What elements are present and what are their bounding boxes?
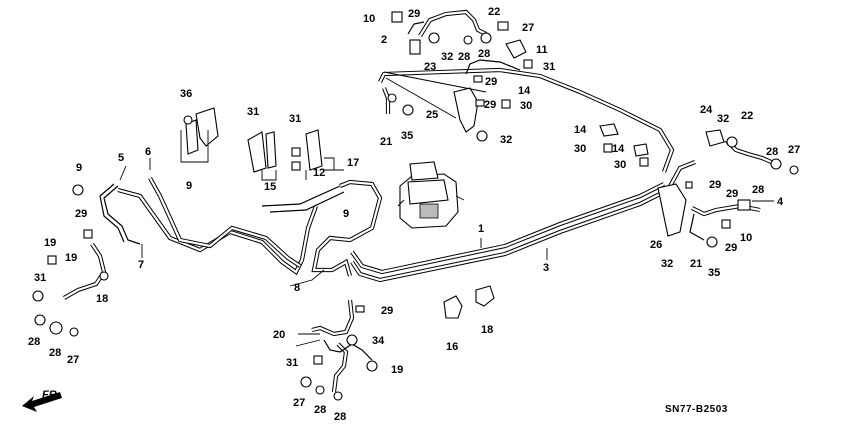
callout-27c: 27 bbox=[293, 397, 305, 409]
callout-31b: 31 bbox=[247, 106, 259, 118]
callout-21: 21 bbox=[380, 136, 392, 148]
callout-28h: 28 bbox=[752, 184, 764, 196]
callout-27: 27 bbox=[522, 22, 534, 34]
callout-17: 12 bbox=[313, 167, 325, 179]
callout-32: 32 bbox=[441, 51, 453, 63]
callout-29h: 29 bbox=[725, 242, 737, 254]
callout-27b: 27 bbox=[67, 354, 79, 366]
callout-6: 6 bbox=[145, 146, 151, 158]
callout-20: 20 bbox=[273, 329, 285, 341]
callout-29e: 29 bbox=[381, 305, 393, 317]
callout-28f: 28 bbox=[334, 411, 346, 423]
callout-18: 18 bbox=[481, 324, 493, 336]
part-callouts: 10 29 22 2 23 32 28 27 28 11 31 29 14 29… bbox=[28, 6, 800, 423]
callout-16: 16 bbox=[446, 341, 458, 353]
front-direction-arrow bbox=[22, 392, 62, 412]
callout-28: 28 bbox=[458, 51, 470, 63]
callout-22: 22 bbox=[488, 6, 500, 18]
callout-28b: 28 bbox=[478, 48, 490, 60]
callout-31: 31 bbox=[543, 61, 555, 73]
abs-modulator-unit bbox=[397, 161, 465, 229]
callout-29b: 29 bbox=[485, 76, 497, 88]
callout-3: 3 bbox=[543, 262, 549, 274]
upper-center-hose-group bbox=[382, 75, 511, 142]
callout-24: 24 bbox=[700, 104, 713, 116]
callout-9: 9 bbox=[76, 162, 82, 174]
top-hose-group bbox=[391, 9, 533, 69]
callout-14c: 14 bbox=[612, 143, 625, 155]
callout-4: 4 bbox=[777, 196, 784, 208]
callout-31e: 31 bbox=[286, 357, 298, 369]
callout-13: 17 bbox=[347, 157, 359, 169]
callout-32b: 32 bbox=[500, 134, 512, 146]
left-hose-group bbox=[32, 184, 109, 337]
callout-5: 5 bbox=[118, 152, 124, 164]
callout-32c: 32 bbox=[717, 113, 729, 125]
callout-34: 18 bbox=[96, 293, 108, 305]
callout-10: 10 bbox=[363, 13, 375, 25]
callout-11: 11 bbox=[536, 44, 548, 56]
callout-33: 19 bbox=[44, 237, 56, 249]
callout-25: 25 bbox=[426, 109, 438, 121]
diagram-part-code: SN77-B2503 bbox=[665, 404, 728, 415]
callout-1: 1 bbox=[478, 223, 484, 235]
callout-28d: 28 bbox=[49, 347, 61, 359]
callout-10b: 10 bbox=[740, 232, 752, 244]
callout-19: 19 bbox=[65, 252, 77, 264]
callout-28e: 28 bbox=[314, 404, 326, 416]
right-clip-group bbox=[599, 123, 693, 189]
main-brake-pipe-bundle bbox=[350, 59, 696, 283]
callout-15: 9 bbox=[186, 180, 192, 192]
callout-33b: 19 bbox=[391, 364, 403, 376]
callout-29g: 29 bbox=[726, 188, 738, 200]
callout-30b: 30 bbox=[574, 143, 586, 155]
callout-2: 2 bbox=[381, 34, 387, 46]
leader-lines bbox=[119, 71, 774, 347]
callout-31d: 31 bbox=[34, 272, 46, 284]
callout-28c: 28 bbox=[28, 336, 40, 348]
callout-29c: 29 bbox=[484, 99, 496, 111]
front-direction-label: FR. bbox=[42, 389, 60, 401]
callout-14b: 14 bbox=[574, 124, 587, 136]
callout-36: 36 bbox=[180, 88, 192, 100]
callout-30: 30 bbox=[520, 100, 532, 112]
callout-26: 26 bbox=[650, 239, 662, 251]
callout-14: 14 bbox=[518, 85, 531, 97]
callout-31c: 31 bbox=[289, 113, 301, 125]
callout-12: 15 bbox=[264, 181, 276, 193]
pipe-clamps-16-18 bbox=[443, 285, 495, 319]
callout-35: 35 bbox=[401, 130, 413, 142]
callout-29d: 29 bbox=[75, 208, 87, 220]
callout-27d: 27 bbox=[788, 144, 800, 156]
callout-29: 29 bbox=[408, 8, 420, 20]
bracket-group bbox=[183, 107, 323, 173]
callout-8: 8 bbox=[294, 282, 300, 294]
right-hose-group bbox=[657, 129, 799, 248]
callout-29f: 29 bbox=[709, 179, 721, 191]
callout-7: 7 bbox=[138, 259, 144, 271]
bottom-hose-group bbox=[300, 299, 378, 401]
callout-30c: 30 bbox=[614, 159, 626, 171]
callout-21b: 21 bbox=[690, 258, 702, 270]
callout-23: 23 bbox=[424, 61, 436, 73]
callout-28g: 28 bbox=[766, 146, 778, 158]
left-pipe-harness bbox=[99, 176, 383, 277]
callout-35b: 35 bbox=[708, 267, 720, 279]
callout-22b: 22 bbox=[741, 110, 753, 122]
callout-32d: 32 bbox=[661, 258, 673, 270]
callout-9b: 9 bbox=[343, 208, 349, 220]
callout-34b: 34 bbox=[372, 335, 385, 347]
